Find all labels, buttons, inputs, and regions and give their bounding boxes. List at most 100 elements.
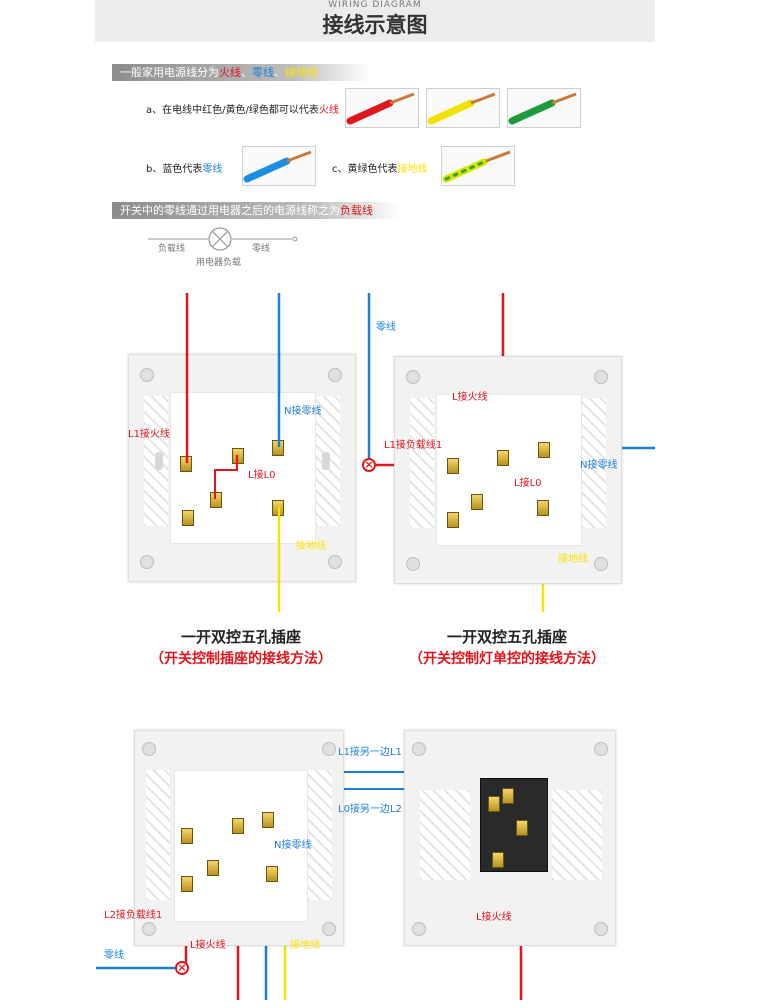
yellow-wire-icon — [427, 92, 496, 125]
blue-wire-icon — [243, 150, 312, 183]
switch-terminal-l — [516, 820, 528, 836]
plate-1-screw-br — [328, 555, 342, 569]
row-a-highlight: 火线 — [318, 105, 339, 116]
d3-l-right-label: L接火线 — [476, 912, 512, 923]
terminal-2-extra — [447, 512, 459, 528]
d1-l1-label: L1接火线 — [128, 429, 170, 440]
load-diagram — [148, 227, 298, 251]
plate-3-screw-tr — [322, 742, 336, 756]
section1-neutral: 零线 — [252, 66, 274, 79]
switch-hatch-right — [552, 790, 602, 880]
switch-screw-bl — [412, 922, 426, 936]
d3-l1-label: L1接另一边L1 — [338, 747, 402, 758]
plate-1-slot-left — [155, 452, 163, 470]
row-c-label: c、黄绿色代表接地线 — [332, 160, 428, 175]
blue-wire-swatch — [242, 146, 316, 186]
terminal-2-l1 — [447, 458, 459, 474]
switch-body — [480, 778, 548, 872]
section1-sep1: 、 — [241, 66, 252, 79]
plate-3-hatch-right — [308, 770, 332, 900]
d2-subcaption: （开关控制灯单控的接线方法） — [409, 651, 605, 667]
row-b-highlight: 零线 — [202, 164, 223, 175]
d3-n-label: N接零线 — [274, 840, 312, 851]
row-a-text: a、在电线中红色/黄色/绿色都可以代表 — [146, 105, 319, 116]
plate-1-screw-tr — [328, 368, 342, 382]
load-label-left: 负载线 — [158, 244, 186, 254]
terminal-3-ground — [266, 866, 278, 882]
d2-l0-label: L接L0 — [514, 478, 542, 489]
plate-2-screw-br — [594, 557, 608, 571]
switch-hatch-left — [420, 790, 470, 880]
section1-fire: 火线 — [219, 66, 241, 79]
terminal-2-l — [471, 494, 483, 510]
d2-n-label: N接零线 — [580, 460, 618, 471]
d1-ground-label: 接地线 — [296, 541, 326, 552]
row-b-label: b、蓝色代表零线 — [146, 160, 222, 175]
section2-bar: 开关中的零线通过用电器之后的电源线称之为负载线 — [112, 202, 400, 219]
yellow-green-wire-swatch — [441, 146, 515, 186]
socket-2-body — [436, 394, 582, 546]
switch-terminal-extra — [492, 852, 504, 868]
green-wire-icon — [508, 92, 577, 125]
yellow-wire-swatch — [426, 88, 500, 128]
d2-ground-label: 接地线 — [558, 554, 588, 565]
terminal-1-extra — [182, 510, 194, 526]
d3-l2-label: L2接负载线1 — [104, 910, 163, 921]
red-wire-swatch — [345, 88, 419, 128]
header-title: 接线示意图 — [322, 13, 428, 37]
plate-1-screw-tl — [140, 368, 154, 382]
switch-screw-tl — [412, 742, 426, 756]
header-subtitle: WIRING DIAGRAM — [328, 0, 422, 10]
row-b-text: b、蓝色代表 — [146, 164, 203, 175]
plate-2-hatch-right — [582, 398, 606, 528]
load-3-marker-icon: × — [175, 961, 189, 975]
yellow-green-wire-icon — [442, 150, 511, 183]
plate-1-slot-right — [322, 452, 330, 470]
d2-neutral-top-label: 零线 — [376, 322, 396, 333]
plate-2-hatch-left — [410, 398, 434, 528]
section2-highlight: 负载线 — [340, 204, 373, 217]
red-wire-icon — [346, 92, 415, 125]
load-1-marker-icon: × — [362, 458, 376, 472]
d1-l-label: L接L0 — [248, 470, 276, 481]
section1-lead: 一般家用电源线分为 — [120, 66, 219, 79]
switch-screw-tr — [594, 742, 608, 756]
plate-1-screw-bl — [140, 555, 154, 569]
terminal-2-ground — [537, 500, 549, 516]
section2-lead: 开关中的零线通过用电器之后的电源线称之为 — [120, 204, 340, 217]
plate-2-screw-bl — [406, 557, 420, 571]
row-a-label: a、在电线中红色/黄色/绿色都可以代表火线 — [146, 101, 339, 116]
section1-ground: 接地线 — [285, 66, 318, 79]
switch-terminal-l2 — [488, 796, 500, 812]
d3-l-label: L接火线 — [190, 940, 226, 951]
d2-l1-label: L1接负载线1 — [384, 440, 443, 451]
d3-neutral-label: 零线 — [104, 950, 124, 961]
row-c-text: c、黄绿色代表 — [332, 164, 398, 175]
plate-3-screw-br — [322, 922, 336, 936]
terminal-3-l — [232, 818, 244, 834]
terminal-2-l0 — [497, 450, 509, 466]
d2-caption: 一开双控五孔插座 — [446, 628, 567, 646]
header-band: WIRING DIAGRAM 接线示意图 — [95, 0, 655, 42]
plate-3-screw-bl — [142, 922, 156, 936]
terminal-3-l2 — [181, 876, 193, 892]
section1-sep2: 、 — [274, 66, 285, 79]
load-label-right: 零线 — [252, 244, 271, 254]
plate-2-screw-tr — [594, 370, 608, 384]
d1-subcaption: （开关控制插座的接线方法） — [150, 651, 332, 667]
socket-1-body — [170, 392, 316, 544]
section1-bar: 一般家用电源线分为火线、零线、接地线 — [112, 64, 370, 81]
row-c-highlight: 接地线 — [397, 164, 428, 175]
socket-3-body — [174, 770, 308, 922]
d3-ground-label: 接地线 — [290, 940, 320, 951]
switch-terminal-l1 — [502, 788, 514, 804]
terminal-3-l1 — [181, 828, 193, 844]
d3-l0-label: L0接另一边L2 — [338, 804, 402, 815]
plate-3-hatch-left — [146, 770, 170, 900]
green-wire-swatch — [507, 88, 581, 128]
plate-3-screw-tl — [142, 742, 156, 756]
terminal-3-l0 — [207, 860, 219, 876]
d2-l-label: L接火线 — [452, 392, 488, 403]
switch-screw-br — [594, 922, 608, 936]
